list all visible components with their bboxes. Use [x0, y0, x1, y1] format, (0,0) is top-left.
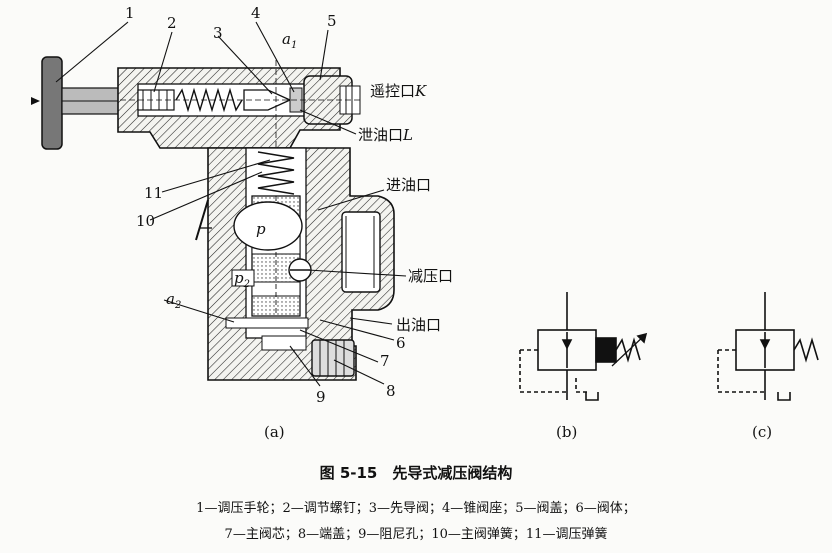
port-inlet-label: 进油口	[386, 176, 431, 194]
label-a2: a2	[166, 290, 181, 311]
callout-8: 8	[386, 382, 396, 400]
callout-1: 1	[125, 4, 135, 22]
label-a1: a1	[282, 30, 297, 51]
callout-10: 10	[136, 212, 155, 230]
callout-9: 9	[316, 388, 326, 406]
port-remote-label: 遥控口K	[370, 82, 427, 100]
callout-7: 7	[380, 352, 390, 370]
label-p: p	[256, 220, 266, 238]
port-reducing-label: 减压口	[408, 267, 453, 285]
inlet-port	[341, 211, 381, 293]
callout-6: 6	[396, 334, 406, 352]
damping-hole	[261, 335, 307, 351]
port-drain-label: 泄油口L	[358, 126, 413, 144]
figure-legend-line-2: 7—主阀芯；8—端盖；9—阻尼孔；10—主阀弹簧；11—调压弹簧	[224, 527, 608, 542]
valve-structure-diagram: 1 2 3 4 5 6 7 8 9 10 11 a1 a2 p p2 遥控口K …	[31, 4, 819, 441]
figure-legend-line-1: 1—调压手轮；2—调节螺钉；3—先导阀；4—锥阀座；5—阀盖；6—阀体；	[196, 501, 636, 516]
callout-5: 5	[327, 12, 337, 30]
callout-2: 2	[167, 14, 177, 32]
valve-section-drawing: 1 2 3 4 5 6 7 8 9 10 11 a1 a2 p p2 遥控口K …	[31, 4, 453, 441]
end-cap	[311, 339, 355, 377]
callout-3: 3	[213, 24, 223, 42]
symbol-pilot-reducing-valve	[519, 292, 648, 401]
main-spring	[257, 151, 295, 195]
callout-4: 4	[251, 4, 261, 22]
figure-title: 图 5-15 先导式减压阀结构	[319, 464, 513, 482]
subfigure-c-label: (c)	[752, 423, 772, 441]
callout-11: 11	[144, 184, 163, 202]
handwheel	[41, 56, 63, 150]
subfigure-a-label: (a)	[264, 423, 285, 441]
pilot-spring	[175, 87, 243, 113]
symbol-direct-reducing-valve	[717, 292, 819, 401]
subfigure-b-label: (b)	[556, 423, 577, 441]
label-p2: p2	[234, 269, 250, 290]
port-outlet-label: 出油口	[396, 316, 441, 334]
